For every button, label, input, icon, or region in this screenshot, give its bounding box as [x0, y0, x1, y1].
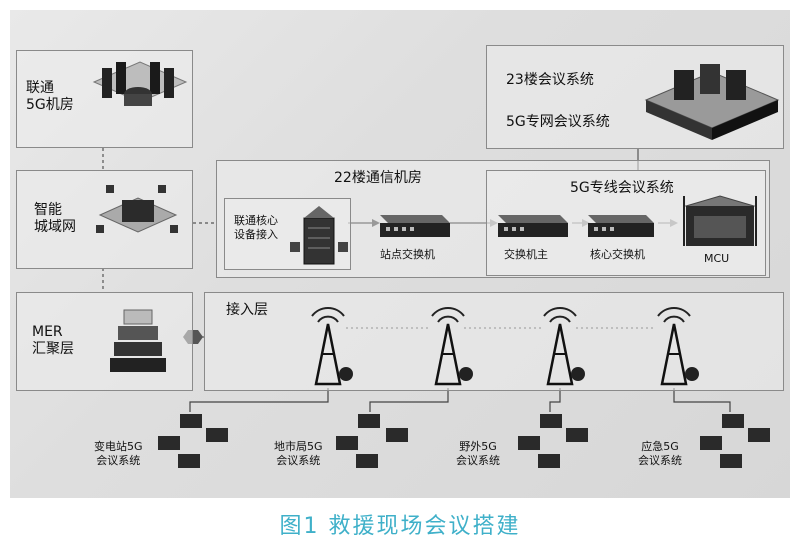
- link-tower3-group3: [549, 388, 561, 412]
- conference-room-icon: [644, 64, 780, 140]
- label-field: 野外5G 会议系统: [456, 440, 500, 467]
- terminal-group-3: [518, 414, 588, 468]
- label-access-layer: 接入层: [226, 302, 268, 318]
- label-site-switch: 站点交换机: [380, 248, 435, 261]
- mcu-icon: [683, 195, 757, 246]
- label-substation: 变电站5G 会议系统: [94, 440, 143, 467]
- label-floor22: 22楼通信机房: [334, 170, 422, 186]
- aggregation-stack-icon: [110, 309, 166, 372]
- terminal-group-4: [700, 414, 770, 468]
- tower-icon-4: [657, 307, 699, 386]
- terminal-group-2: [336, 414, 408, 468]
- mer-panel: [16, 292, 193, 391]
- label-metro-net: 智能 城域网: [34, 202, 76, 235]
- site-switch-icon: [380, 215, 450, 237]
- label-emergency: 应急5G 会议系统: [638, 440, 682, 467]
- link-tower2-group2: [369, 388, 449, 412]
- unicom-dc-panel: [16, 50, 193, 148]
- label-core-access: 联通核心 设备接入: [234, 214, 278, 241]
- label-mer: MER 汇聚层: [32, 324, 74, 357]
- label-unicom-dc: 联通 5G机房: [26, 80, 74, 113]
- label-mcu: MCU: [704, 252, 730, 265]
- tower-icon-3: [543, 307, 585, 386]
- terminal-group-1: [158, 414, 228, 468]
- label-city-bureau: 地市局5G 会议系统: [274, 440, 323, 467]
- tower-icon-1: [311, 307, 353, 386]
- figure-caption: 图1 救援现场会议搭建: [279, 514, 521, 539]
- core-server-icon: [290, 206, 348, 265]
- network-hub-icon: [96, 185, 178, 233]
- link-tower1-group1: [189, 388, 329, 412]
- label-core-switch: 核心交换机: [590, 248, 645, 261]
- main-switch-icon: [498, 215, 568, 237]
- label-floor23-b: 5G专网会议系统: [506, 114, 610, 130]
- link-tower4-group4: [673, 388, 731, 412]
- core-switch-icon: [588, 215, 654, 237]
- label-floor23-a: 23楼会议系统: [506, 72, 594, 88]
- server-room-icon: [92, 61, 188, 106]
- tower-icon-2: [431, 307, 473, 386]
- label-main-switch: 交换机主: [504, 248, 548, 261]
- label-private-conf: 5G专线会议系统: [570, 180, 674, 196]
- diagram-canvas: 联通 5G机房 智能 城域网 MER 汇聚层 23楼会议系统 5G专网会议系统 …: [10, 10, 790, 498]
- icon-layer: [92, 61, 780, 468]
